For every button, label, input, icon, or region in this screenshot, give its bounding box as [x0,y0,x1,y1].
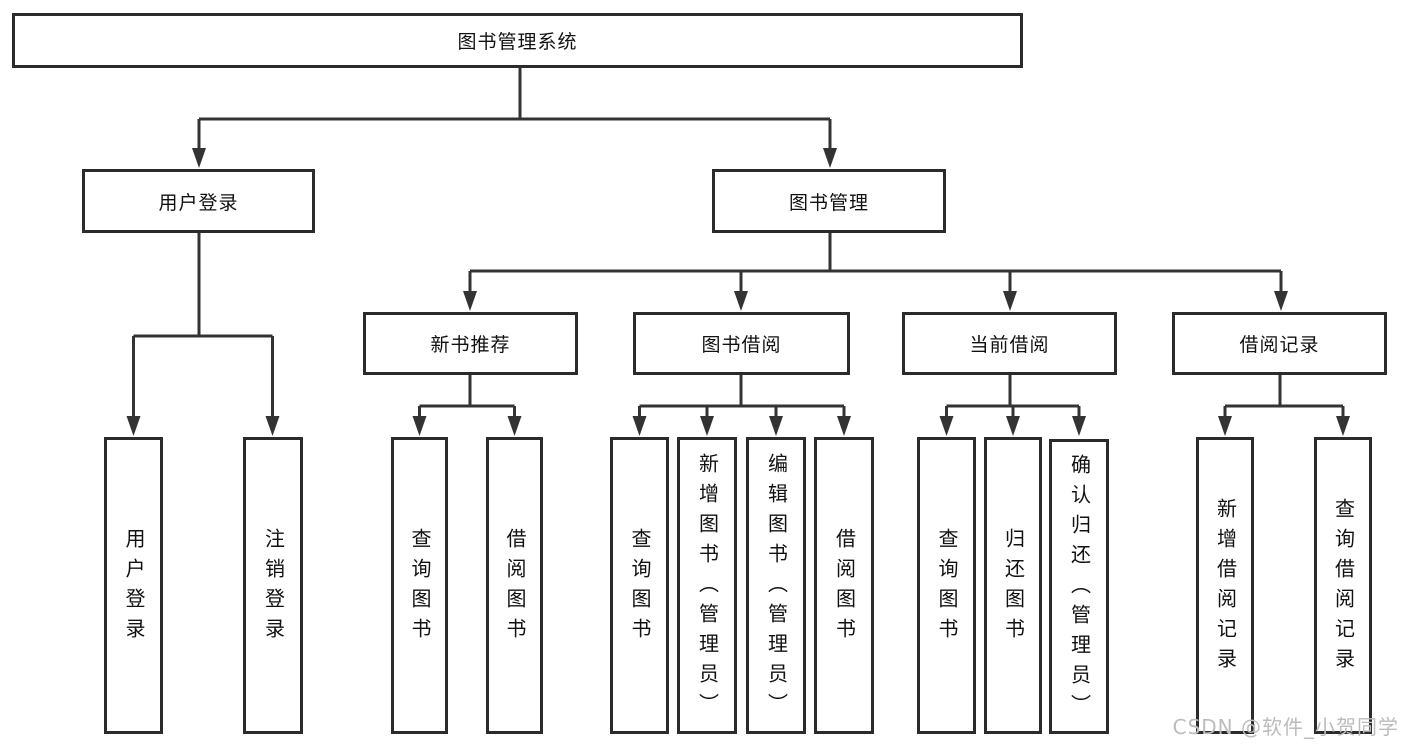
csdn-watermark: CSDN @软件_小贺同学 [1172,715,1399,739]
leaf-query-books-borrowing: 查询图书 [610,437,669,734]
leaf-query-books-recommend: 查询图书 [391,437,448,734]
leaf-edit-books-admin: 编辑图书（管理员） [746,437,806,734]
leaf-query-books-current: 查询图书 [917,437,976,734]
node-book-management: 图书管理 [712,169,946,233]
leaf-return-books: 归还图书 [984,437,1042,734]
node-book-borrowing: 图书借阅 [633,312,850,375]
leaf-user-login: 用户登录 [104,437,163,734]
leaf-logout: 注销登录 [243,437,303,734]
node-new-book-recommendation: 新书推荐 [363,312,578,375]
node-current-borrowing: 当前借阅 [902,312,1117,375]
leaf-add-books-admin: 新增图书（管理员） [677,437,737,734]
leaf-borrow-books: 借阅图书 [814,437,874,734]
leaf-borrow-books-recommend: 借阅图书 [486,437,543,734]
leaf-add-borrow-record: 新增借阅记录 [1196,437,1254,734]
leaf-confirm-return-admin: 确认归还（管理员） [1049,439,1109,734]
leaf-query-borrow-record: 查询借阅记录 [1314,437,1372,734]
node-borrowing-records: 借阅记录 [1172,312,1387,375]
node-user-login: 用户登录 [82,169,315,233]
node-library-management-system: 图书管理系统 [12,13,1023,68]
